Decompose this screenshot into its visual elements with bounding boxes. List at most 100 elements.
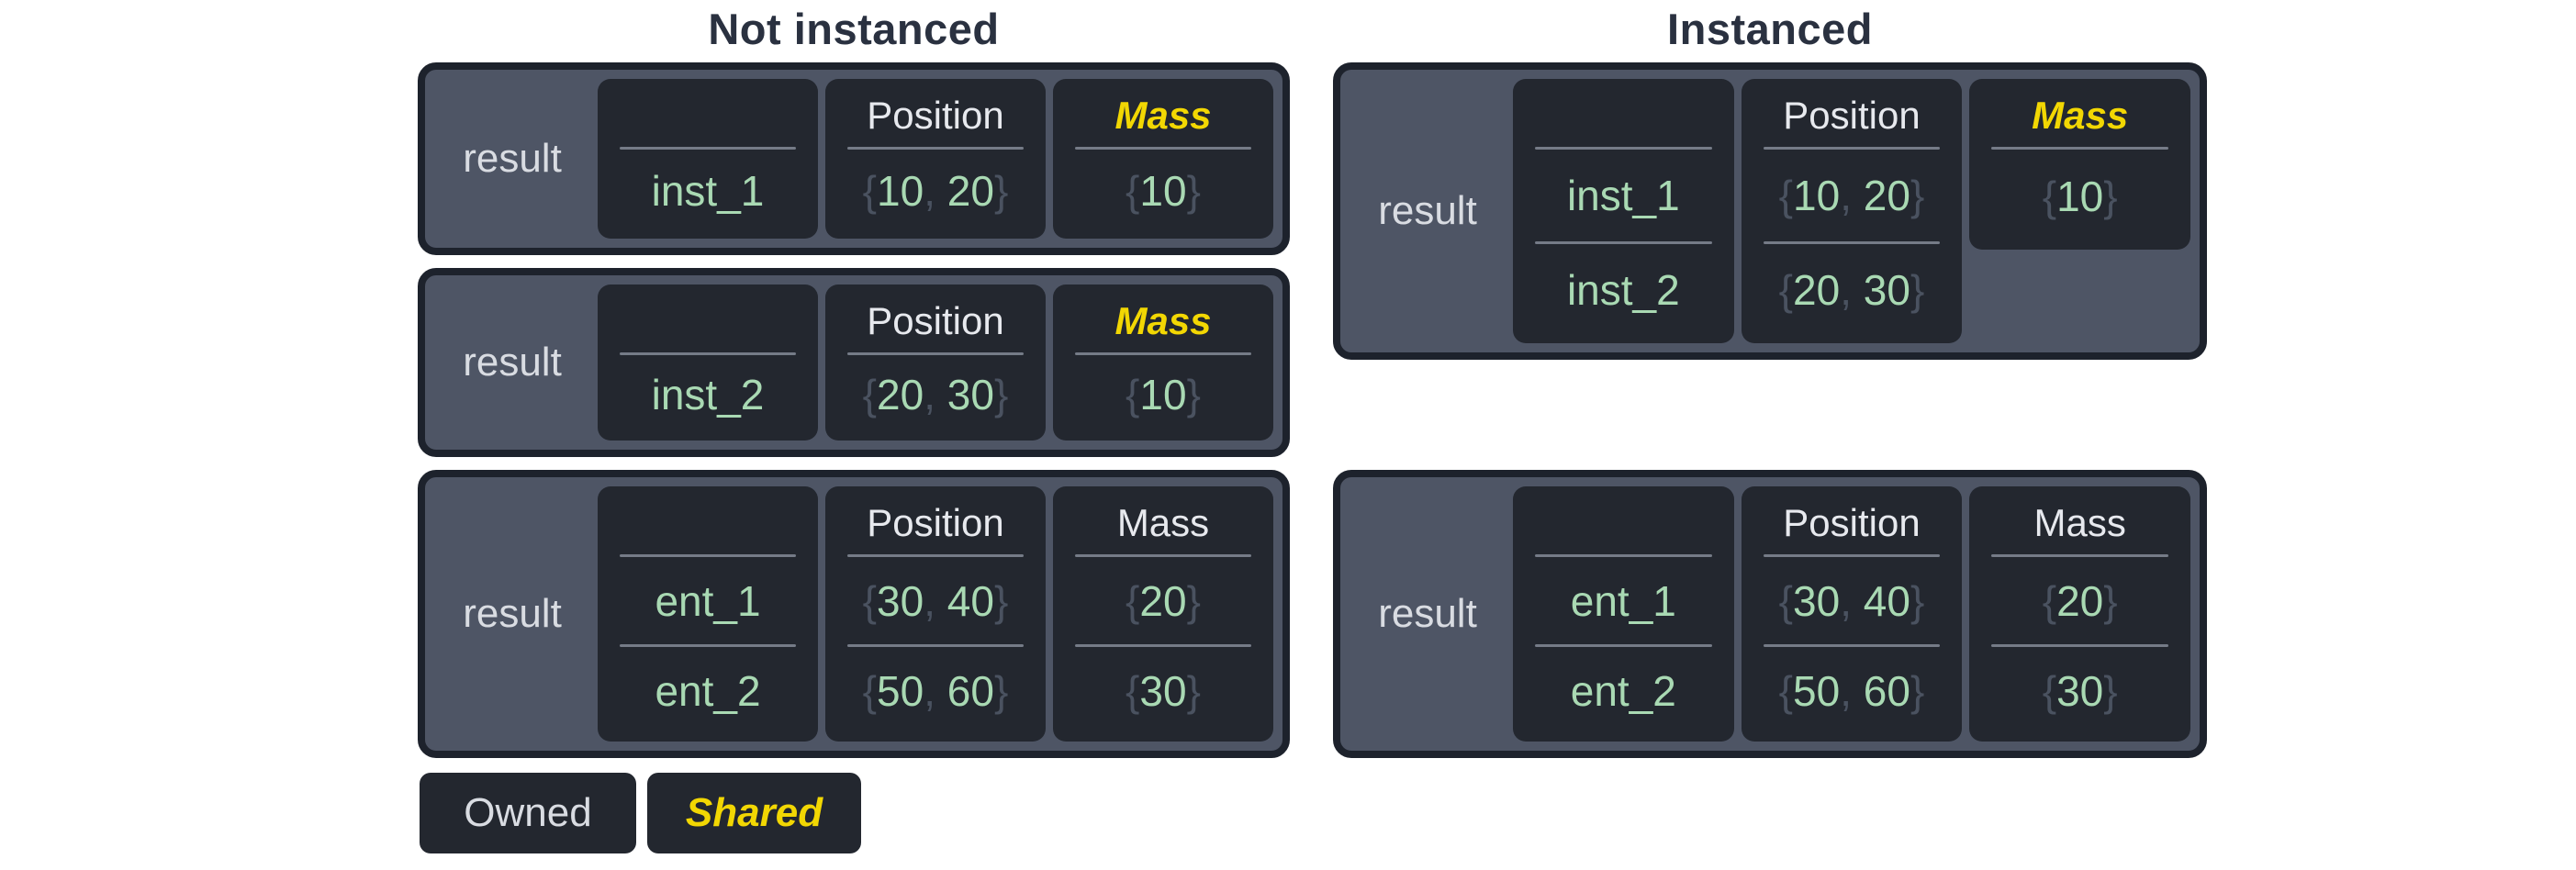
cell-value-mass: {20}	[1984, 561, 2176, 641]
component-cell-position: Position{20, 30}	[825, 284, 1046, 441]
cell-value-position: {30, 40}	[840, 561, 1031, 641]
cell-header-entity	[612, 88, 803, 143]
open-brace: {	[1778, 666, 1794, 715]
cell-divider	[1535, 644, 1712, 647]
open-brace: {	[1126, 576, 1140, 625]
cell-value-entity: inst_2	[1528, 248, 1719, 332]
entity-name: ent_1	[1570, 576, 1676, 625]
value-number: 40	[1863, 576, 1910, 625]
entity-name: ent_1	[655, 576, 761, 625]
cell-header-mass: Mass	[1114, 94, 1212, 137]
component-cell-entity: ent_1 ent_2	[1513, 486, 1734, 742]
cell-header-position: Position	[1783, 501, 1921, 544]
cell-divider	[1075, 352, 1251, 355]
close-brace: }	[1186, 166, 1201, 215]
cell-value-position: {10, 20}	[1756, 153, 1948, 238]
separator: ,	[924, 166, 947, 215]
value-number: 30	[1793, 576, 1841, 625]
cell-divider	[1763, 644, 1941, 647]
value-number: 20	[877, 370, 924, 418]
cell-value-mass: {30}	[1984, 651, 2176, 731]
entity-name: ent_2	[1570, 666, 1676, 715]
cell-value-mass: {10}	[1068, 359, 1259, 429]
cell-header-mass: Mass	[1114, 299, 1212, 342]
close-brace: }	[993, 666, 1009, 715]
component-cell-entity: inst_1 inst_2	[1513, 79, 1734, 343]
cell-value-position: {20, 30}	[840, 359, 1031, 429]
value-number: 20	[1863, 172, 1910, 219]
value-number: 10	[2056, 172, 2104, 220]
cell-divider	[620, 554, 796, 557]
cell-value-position: {50, 60}	[840, 651, 1031, 731]
value-number: 30	[1139, 666, 1187, 715]
cell-divider	[1763, 241, 1941, 244]
cell-value-mass: {10}	[1068, 153, 1259, 228]
entity-name: inst_2	[651, 370, 765, 418]
separator: ,	[924, 666, 947, 715]
cell-header-mass: Mass	[2032, 94, 2129, 137]
open-brace: {	[862, 666, 878, 715]
cell-divider	[1991, 147, 2169, 150]
open-brace: {	[1126, 166, 1140, 215]
cell-header-mass: Mass	[1116, 501, 1210, 544]
legend-shared-chip: Shared	[647, 773, 861, 853]
component-cell-position: Position{10, 20}{20, 30}	[1741, 79, 1963, 343]
close-brace: }	[993, 370, 1009, 418]
cell-header-entity	[612, 496, 803, 551]
open-brace: {	[1778, 266, 1794, 314]
cell-value-entity: inst_1	[1528, 153, 1719, 238]
cell-header-position: Position	[1783, 94, 1921, 137]
value-number: 60	[1863, 666, 1910, 715]
separator: ,	[1840, 666, 1864, 715]
cell-divider	[1991, 644, 2169, 647]
component-columns: inst_2 Position{20, 30} Mass {10}	[598, 284, 1273, 441]
result-label: result	[1378, 591, 1477, 636]
entity-name: inst_1	[1566, 172, 1680, 219]
cell-header-position: Position	[867, 501, 1004, 544]
separator: ,	[924, 576, 947, 625]
cell-divider	[1763, 554, 1941, 557]
component-cell-entity: ent_1 ent_2	[598, 486, 818, 742]
cell-value-mass: {10}	[1984, 153, 2176, 239]
cell-divider	[1075, 644, 1251, 647]
open-brace: {	[862, 576, 878, 625]
cell-header-mass: Mass	[2033, 501, 2126, 544]
open-brace: {	[862, 370, 878, 418]
separator: ,	[1840, 576, 1864, 625]
entity-name: inst_1	[651, 166, 765, 215]
cell-value-entity: inst_2	[612, 359, 803, 429]
close-brace: }	[2103, 576, 2118, 625]
cell-value-entity: ent_2	[612, 651, 803, 731]
component-cell-mass: Mass {20} {30}	[1969, 486, 2191, 742]
separator: ,	[924, 370, 947, 418]
close-brace: }	[1186, 370, 1201, 418]
cell-header-entity	[1528, 496, 1719, 551]
result-label: result	[1378, 188, 1477, 233]
close-brace: }	[2103, 666, 2118, 715]
entity-name: ent_2	[655, 666, 761, 715]
cell-divider	[1535, 554, 1712, 557]
close-brace: }	[1910, 666, 1925, 715]
open-brace: {	[1778, 172, 1794, 219]
close-brace: }	[993, 576, 1009, 625]
close-brace: }	[1910, 266, 1925, 314]
open-brace: {	[2042, 172, 2057, 220]
cell-divider	[1535, 147, 1712, 150]
result-label: result	[463, 591, 562, 636]
cell-divider	[847, 554, 1024, 557]
value-number: 40	[946, 576, 994, 625]
close-brace: }	[1186, 576, 1201, 625]
cell-value-position: {30, 40}	[1756, 561, 1948, 641]
value-number: 50	[877, 666, 924, 715]
value-number: 10	[1139, 166, 1187, 215]
cell-divider	[620, 644, 796, 647]
section-title-instanced: Instanced	[1667, 5, 1873, 53]
entity-name: inst_2	[1566, 266, 1680, 314]
cell-value-entity: ent_2	[1528, 651, 1719, 731]
open-brace: {	[1126, 666, 1140, 715]
